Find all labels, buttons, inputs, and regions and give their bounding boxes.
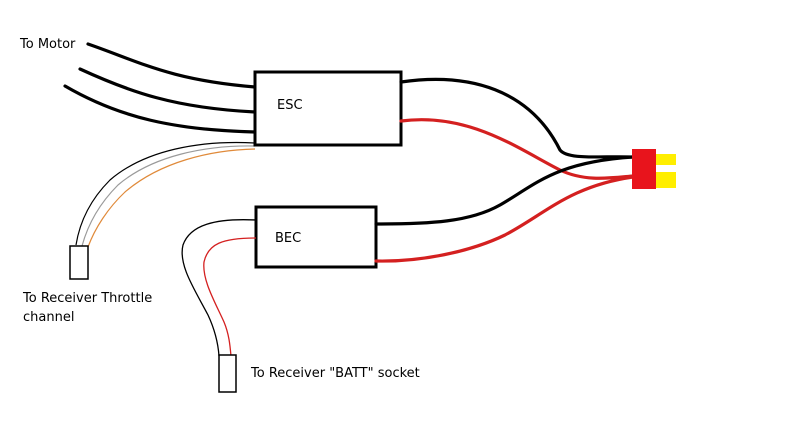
bec-power-leads: [374, 155, 635, 263]
motor-wire-1: [86, 42, 257, 89]
servo-wire-black: [75, 141, 256, 246]
servo-wire-gray: [81, 145, 256, 247]
throttle-servo-connector: [69, 245, 89, 280]
motor-label: To Motor: [19, 37, 76, 52]
batt-servo-connector: [218, 354, 237, 393]
receiver-batt-label: To Receiver "BATT" socket: [250, 366, 420, 381]
receiver-throttle-label-line1: To Receiver Throttle: [22, 291, 152, 306]
battery-connector-pin-top: [656, 154, 676, 165]
esc-black-lead: [399, 77, 635, 159]
bec-box: [254, 205, 378, 269]
esc-box: [253, 70, 403, 147]
motor-wires: [63, 42, 257, 134]
bec-label: BEC: [275, 231, 301, 246]
battery-connector-pin-bottom: [656, 172, 676, 188]
servo-wire-orange: [87, 148, 256, 248]
bec-black-lead: [374, 155, 635, 226]
battery-connector: [632, 149, 676, 189]
esc-red-lead: [399, 118, 635, 180]
esc-servo-lead: [75, 141, 256, 248]
bec-lead-black: [181, 219, 257, 357]
bec-red-lead: [374, 175, 635, 263]
battery-connector-housing: [632, 149, 656, 189]
bec-lead-red: [203, 237, 257, 357]
esc-power-leads: [399, 77, 635, 180]
receiver-throttle-label-line2: channel: [23, 310, 74, 325]
motor-wire-2: [78, 67, 257, 114]
esc-label: ESC: [277, 98, 303, 113]
motor-wire-3: [63, 84, 257, 134]
bec-receiver-lead: [181, 219, 257, 357]
